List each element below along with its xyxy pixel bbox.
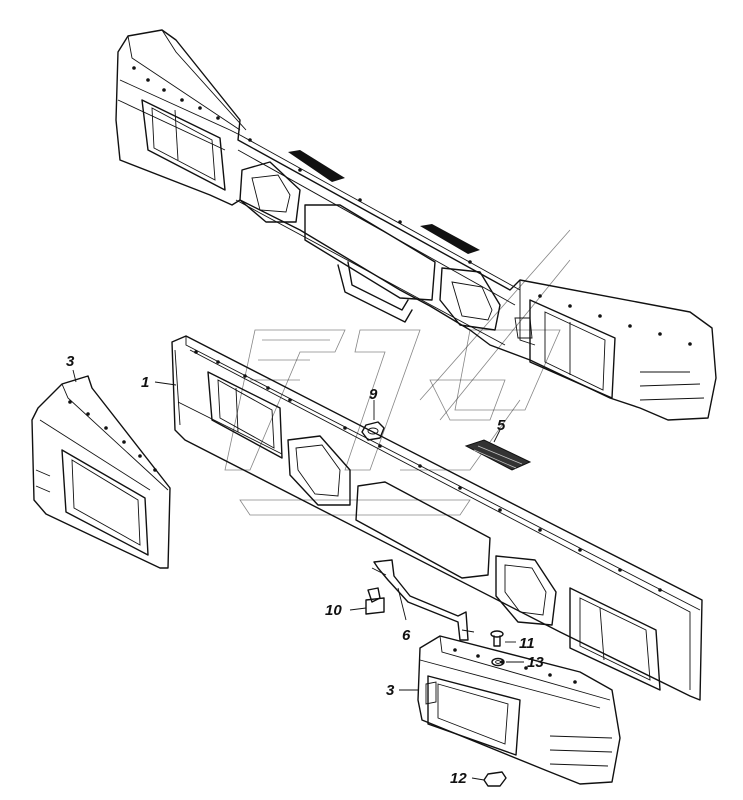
bracket <box>371 559 475 641</box>
callout-11: 11 <box>519 635 535 652</box>
assembled-bumper <box>115 29 717 421</box>
end-cap-right <box>417 635 621 785</box>
callout-3-left: 3 <box>66 353 75 370</box>
callout-1: 1 <box>141 374 149 391</box>
leader-lines <box>72 369 524 781</box>
callout-12: 12 <box>450 770 467 787</box>
callout-13: 13 <box>527 654 544 671</box>
callout-labels: 1 3 3 5 6 9 10 11 12 13 <box>66 353 544 787</box>
nut-9 <box>361 421 385 441</box>
callout-3-right: 3 <box>386 682 395 699</box>
washer-13 <box>491 657 505 667</box>
bolt-10 <box>365 587 385 615</box>
bumper-main-part <box>171 335 703 701</box>
callout-9: 9 <box>369 386 378 403</box>
end-cap-left <box>31 375 171 569</box>
callout-10: 10 <box>325 602 342 619</box>
callout-6: 6 <box>402 627 411 644</box>
callout-5: 5 <box>497 417 506 434</box>
step-plate <box>464 439 532 471</box>
watermark-logo <box>224 229 571 516</box>
nut-12 <box>483 771 507 787</box>
screw-11 <box>490 630 504 647</box>
